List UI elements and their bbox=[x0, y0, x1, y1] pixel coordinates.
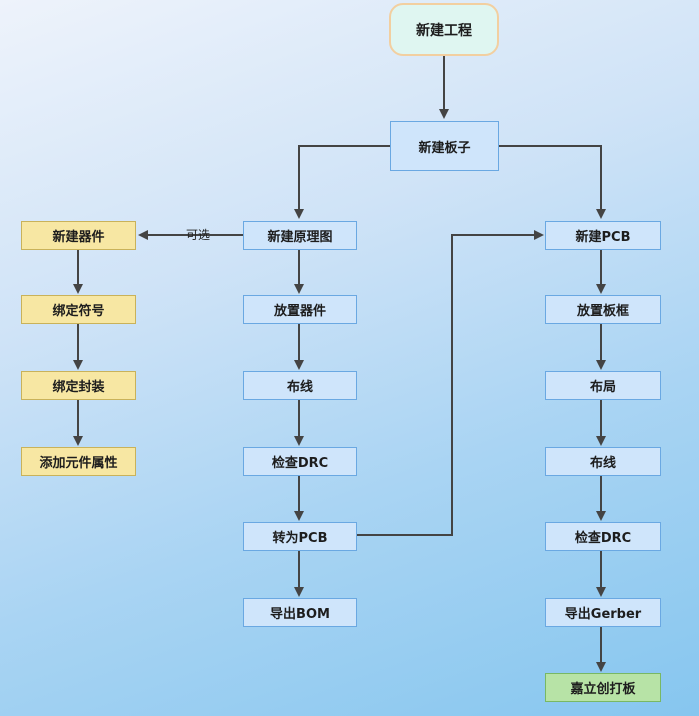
edge-topcb-newpcb bbox=[357, 230, 544, 536]
schematic-node-topcb: 转为PCB bbox=[243, 522, 357, 551]
component-node-symbol: 绑定符号 bbox=[21, 295, 136, 324]
start-node: 新建工程 bbox=[389, 3, 499, 56]
schematic-node-new: 新建原理图 bbox=[243, 221, 357, 250]
pcb-node-layout: 布局 bbox=[545, 371, 661, 400]
pcb-node-outline: 放置板框 bbox=[545, 295, 661, 324]
schematic-node-route: 布线 bbox=[243, 371, 357, 400]
component-node-attributes: 添加元件属性 bbox=[21, 447, 136, 476]
edge-board-pcb bbox=[499, 145, 606, 219]
component-node-footprint: 绑定封装 bbox=[21, 371, 136, 400]
schematic-node-place: 放置器件 bbox=[243, 295, 357, 324]
pcb-node-fabricate: 嘉立创打板 bbox=[545, 673, 661, 702]
pcb-node-gerber: 导出Gerber bbox=[545, 598, 661, 627]
component-node-new: 新建器件 bbox=[21, 221, 136, 250]
edge-board-schematic bbox=[294, 145, 390, 219]
board-node: 新建板子 bbox=[390, 121, 499, 171]
pcb-node-new: 新建PCB bbox=[545, 221, 661, 250]
schematic-node-bom: 导出BOM bbox=[243, 598, 357, 627]
schematic-node-drc: 检查DRC bbox=[243, 447, 357, 476]
pcb-node-drc: 检查DRC bbox=[545, 522, 661, 551]
pcb-node-route: 布线 bbox=[545, 447, 661, 476]
optional-label: 可选 bbox=[186, 228, 211, 242]
